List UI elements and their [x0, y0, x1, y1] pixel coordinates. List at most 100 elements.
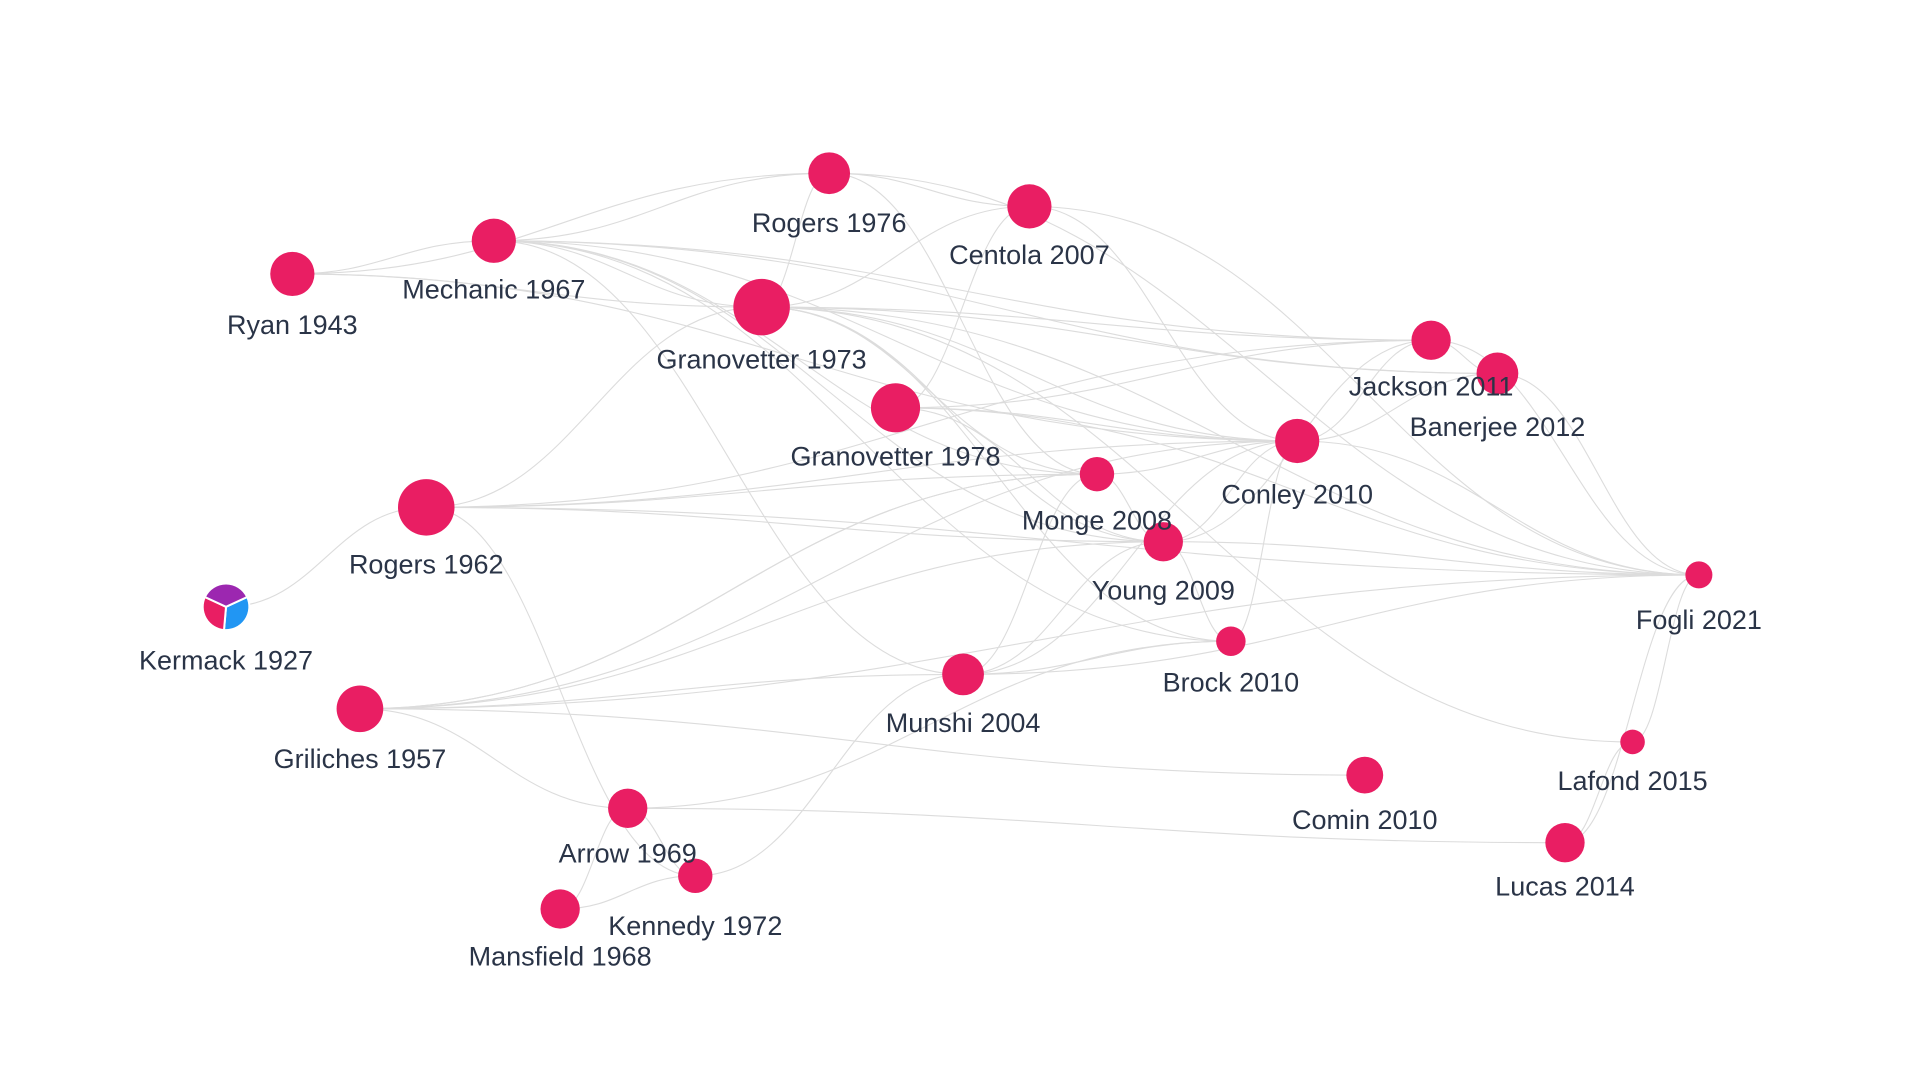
edge-mechanic1967-monge2008	[493, 240, 1097, 475]
node-lucas2014[interactable]	[1545, 823, 1585, 863]
edge-conley2010-brock2010	[1230, 440, 1298, 642]
node-label-rogers1962: Rogers 1962	[349, 550, 504, 580]
edge-granovetter1973-rogers1962	[426, 306, 762, 508]
node-label-rogers1976: Rogers 1976	[752, 208, 907, 238]
node-label-kermack1927: Kermack 1927	[139, 645, 313, 675]
edge-fogli2021-griliches1957	[359, 574, 1699, 710]
edge-granovetter1973-conley2010	[761, 306, 1298, 442]
node-granovetter1978[interactable]	[870, 383, 921, 433]
node-mechanic1967[interactable]	[471, 218, 516, 263]
edge-griliches1957-comin2010	[359, 708, 1365, 776]
edge-mechanic1967-munshi2004	[493, 240, 964, 675]
edge-munshi2004-kennedy1972	[695, 673, 964, 877]
edge-granovetter1978-jackson2011	[895, 339, 1432, 409]
node-label-griliches1957: Griliches 1957	[274, 744, 447, 774]
node-ryan1943[interactable]	[270, 251, 315, 297]
edge-conley2010-fogli2021	[1297, 440, 1699, 576]
node-label-lucas2014: Lucas 2014	[1495, 872, 1635, 902]
edge-rogers1976-centola2007	[829, 172, 1030, 207]
node-label-fogli2021: Fogli 2021	[1636, 605, 1762, 635]
edge-mechanic1967-conley2010	[493, 240, 1298, 442]
node-fogli2021[interactable]	[1685, 561, 1713, 589]
edge-ryan1943-mechanic1967	[292, 240, 494, 275]
edge-fogli2021-lucas2014	[1564, 574, 1699, 844]
edge-conley2010-banerjee2012	[1297, 372, 1498, 442]
edge-banerjee2012-fogli2021	[1497, 372, 1699, 576]
node-label-kennedy1972: Kennedy 1972	[608, 911, 782, 941]
node-label-granovetter1978: Granovetter 1978	[790, 442, 1000, 472]
edge-jackson2011-rogers1962	[426, 339, 1432, 508]
edge-fogli2021-munshi2004	[963, 574, 1699, 675]
node-label-arrow1969: Arrow 1969	[559, 838, 697, 868]
node-label-granovetter1973: Granovetter 1973	[657, 345, 867, 375]
node-mansfield1968[interactable]	[540, 889, 580, 929]
edge-young2009-griliches1957	[359, 541, 1164, 710]
node-arrow1969[interactable]	[608, 788, 648, 828]
node-centola2007[interactable]	[1007, 184, 1052, 229]
node-jackson2011[interactable]	[1411, 320, 1451, 360]
node-label-comin2010: Comin 2010	[1292, 805, 1438, 835]
node-label-young2009: Young 2009	[1092, 575, 1235, 605]
edge-rogers1962-kermack1927	[226, 506, 427, 608]
edge-kennedy1972-mansfield1968	[560, 875, 696, 910]
node-label-mechanic1967: Mechanic 1967	[402, 275, 585, 305]
edge-lafond2015-granovetter1973	[761, 306, 1633, 743]
node-label-munshi2004: Munshi 2004	[886, 708, 1041, 738]
edge-griliches1957-arrow1969	[359, 708, 628, 809]
node-banerjee2012[interactable]	[1476, 352, 1519, 395]
edge-young2009-rogers1962	[426, 506, 1164, 543]
pie-slice-1	[201, 595, 228, 632]
edge-jackson2011-fogli2021	[1431, 339, 1699, 576]
edge-mechanic1967-jackson2011	[493, 240, 1432, 341]
edge-monge2008-rogers1962	[426, 473, 1097, 508]
edge-conley2010-munshi2004	[963, 440, 1298, 675]
node-young2009[interactable]	[1143, 522, 1183, 562]
edge-rogers1976-monge2008	[829, 172, 1097, 475]
node-label-conley2010: Conley 2010	[1221, 480, 1373, 510]
node-munshi2004[interactable]	[942, 653, 984, 696]
node-label-lafond2015: Lafond 2015	[1557, 766, 1707, 796]
node-comin2010[interactable]	[1346, 756, 1384, 794]
edge-rogers1962-kennedy1972	[426, 506, 696, 877]
edge-mechanic1967-brock2010	[493, 240, 1231, 642]
edge-mechanic1967-young2009	[493, 240, 1164, 543]
edge-fogli2021-young2009	[1163, 541, 1699, 576]
node-label-brock2010: Brock 2010	[1163, 668, 1300, 698]
edge-ryan1943-rogers1976	[292, 172, 830, 275]
label-layer: Ryan 1943 Mechanic 1967 Rogers 1976Centola…	[139, 208, 1762, 971]
node-griliches1957[interactable]	[336, 685, 384, 733]
edge-arrow1969-lucas2014	[627, 807, 1565, 844]
node-kermack1927[interactable]	[201, 582, 251, 632]
edge-granovetter1978-conley2010	[895, 407, 1298, 442]
edge-monge2008-munshi2004	[963, 473, 1097, 675]
node-conley2010[interactable]	[1275, 418, 1320, 464]
node-kennedy1972[interactable]	[678, 858, 713, 894]
edge-centola2007-conley2010	[1029, 205, 1298, 442]
node-rogers1962[interactable]	[398, 479, 455, 536]
edge-centola2007-granovetter1973	[761, 205, 1030, 308]
node-rogers1976[interactable]	[808, 152, 851, 195]
edge-mechanic1967-rogers1976	[493, 172, 830, 242]
edge-fogli2021-lafond2015	[1632, 574, 1699, 743]
edge-munshi2004-griliches1957	[359, 673, 964, 710]
edge-rogers1962-fogli2021	[426, 506, 1699, 576]
edge-rogers1962-conley2010	[426, 440, 1298, 508]
node-label-jackson2011: Jackson 2011	[1349, 372, 1514, 402]
node-lafond2015[interactable]	[1620, 729, 1645, 755]
edge-griliches1957-monge2008	[359, 473, 1097, 710]
node-label-banerjee2012: Banerjee 2012	[1410, 412, 1586, 442]
node-label-centola2007: Centola 2007	[949, 240, 1110, 270]
edge-rogers1976-fogli2021	[829, 172, 1699, 576]
edge-brock2010-arrow1969	[627, 640, 1231, 809]
edge-granovetter1973-jackson2011	[761, 306, 1432, 341]
edge-granovetter1973-fogli2021	[761, 306, 1699, 576]
edge-granovetter1973-banerjee2012	[761, 306, 1498, 374]
pie-slice-2	[203, 582, 249, 608]
edge-granovetter1978-fogli2021	[895, 407, 1699, 576]
node-granovetter1973[interactable]	[733, 278, 790, 336]
edge-granovetter1973-brock2010	[761, 306, 1231, 642]
node-monge2008[interactable]	[1079, 456, 1115, 492]
node-brock2010[interactable]	[1216, 626, 1246, 656]
node-label-ryan1943: Ryan 1943	[227, 310, 358, 340]
